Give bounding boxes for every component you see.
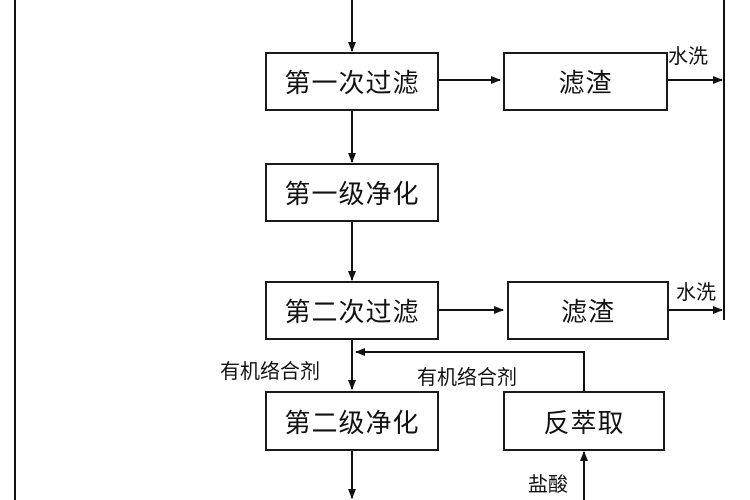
node-second-stage-purification: 第二级净化 xyxy=(265,391,439,451)
arrow-backextraction-return xyxy=(355,348,585,391)
node-first-stage-purification: 第一级净化 xyxy=(265,163,439,222)
node-second-filtration: 第二次过滤 xyxy=(265,281,439,340)
node-first-filtration: 第一次过滤 xyxy=(265,52,439,111)
label-organic-complexing-agent-left: 有机络合剂 xyxy=(220,359,320,383)
node-filter-residue-1: 滤渣 xyxy=(503,52,668,111)
node-filter-residue-2: 滤渣 xyxy=(507,281,669,340)
label-water-wash-middle: 水洗 xyxy=(676,280,716,304)
label-hydrochloric-acid: 盐酸 xyxy=(528,472,568,496)
node-back-extraction: 反萃取 xyxy=(503,391,665,451)
label-water-wash-top: 水洗 xyxy=(668,44,708,68)
label-organic-complexing-agent-return: 有机络合剂 xyxy=(417,365,517,389)
